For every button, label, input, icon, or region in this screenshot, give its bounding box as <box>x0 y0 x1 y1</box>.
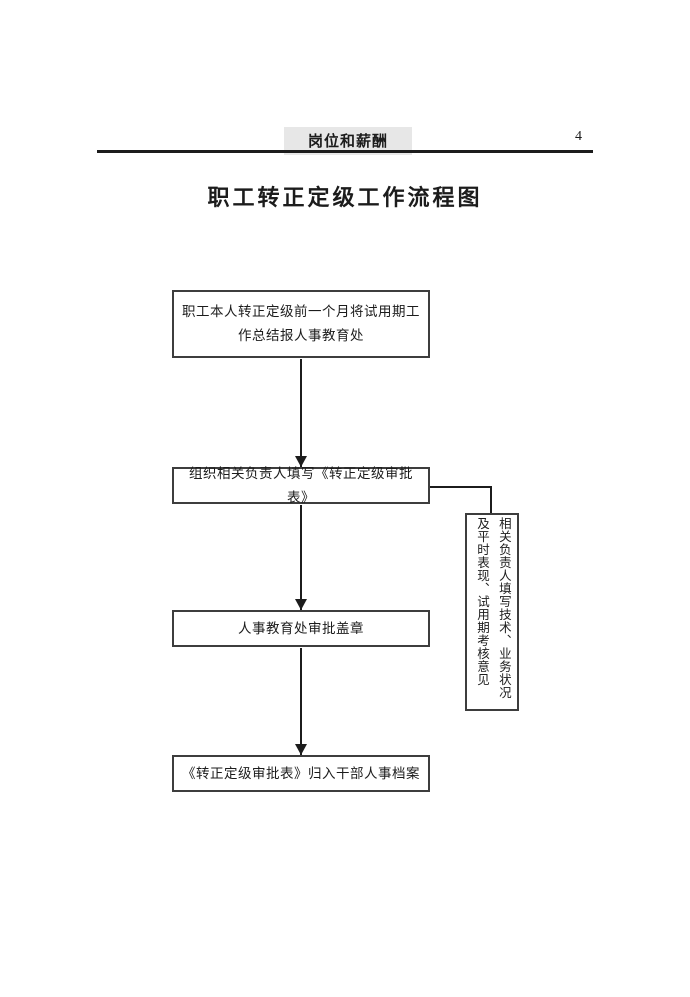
side-note-box: 相关负责人填写技术、业务状况 及平时表现、试用期考核意见 <box>465 513 519 711</box>
page-title: 职工转正定级工作流程图 <box>207 185 483 210</box>
arrow-down-icon <box>295 648 307 755</box>
connector-vertical <box>490 486 492 514</box>
page-number: 4 <box>575 129 582 144</box>
side-note-column-2: 及平时表现、试用期考核意见 <box>475 517 489 686</box>
arrowhead-icon <box>295 744 307 755</box>
flow-step-fill-approval-form: 组织相关负责人填写《转正定级审批表》 <box>172 466 430 505</box>
arrow-down-icon <box>295 505 307 610</box>
side-note-column-1: 相关负责人填写技术、业务状况 <box>496 517 511 699</box>
flow-step-submit-summary: 职工本人转正定级前一个月将试用期工作总结报人事教育处 <box>172 290 430 358</box>
side-note-text: 相关负责人填写技术、业务状况 及平时表现、试用期考核意见 <box>470 517 514 707</box>
header-rule <box>97 150 593 153</box>
arrowhead-icon <box>295 599 307 610</box>
connector-horizontal <box>430 486 492 488</box>
arrow-down-icon <box>295 359 307 467</box>
arrowhead-icon <box>295 456 307 467</box>
flow-step-approve-stamp: 人事教育处审批盖章 <box>172 610 430 647</box>
flow-step-archive-form: 《转正定级审批表》归入干部人事档案 <box>172 755 430 792</box>
